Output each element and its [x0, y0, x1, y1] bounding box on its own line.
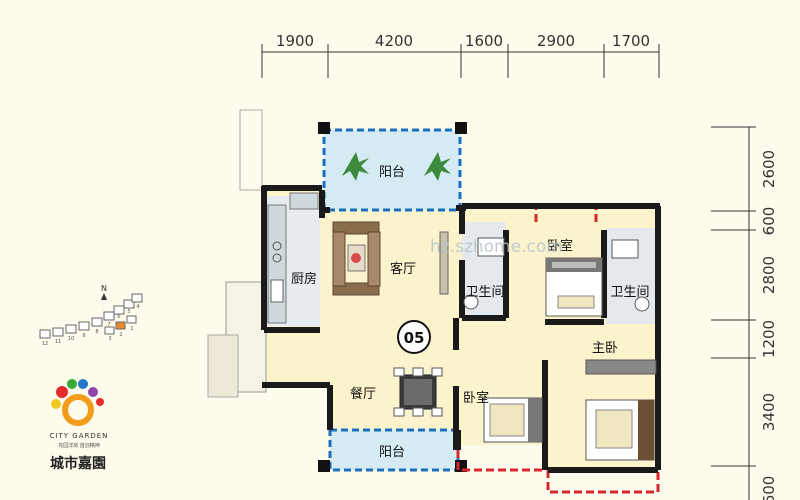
north-arrow-label: N	[101, 284, 107, 293]
svg-text:6: 6	[117, 314, 120, 320]
sofa-set	[332, 221, 381, 296]
dimension-top-1: 1900	[276, 32, 314, 50]
kitchen-counter	[267, 192, 319, 324]
tv-cabinet	[439, 231, 449, 295]
room-label-bedroom-top: 卧室	[547, 238, 573, 254]
watermark: hz.szhome.com	[430, 237, 563, 257]
bed-master	[585, 359, 657, 461]
svg-text:10: 10	[68, 336, 74, 342]
svg-text:3: 3	[108, 336, 111, 342]
svg-text:4: 4	[136, 304, 139, 310]
room-label-bathroom-left: 卫生间	[465, 285, 504, 300]
dimension-top-5: 1700	[612, 32, 650, 50]
room-label-balcony-bottom: 阳台	[379, 445, 405, 460]
plant-icon	[342, 152, 451, 181]
room-label-living-room: 客厅	[390, 261, 416, 277]
city-garden-logo	[51, 379, 104, 426]
room-label-kitchen: 厨房	[291, 271, 317, 287]
walls	[261, 185, 661, 473]
brand-name-cn: 城市嘉園	[50, 455, 106, 472]
dining-table	[393, 367, 443, 417]
svg-text:11: 11	[55, 339, 61, 345]
svg-text:8: 8	[95, 329, 98, 335]
bathroom-fixtures	[463, 237, 650, 312]
brand-tagline: 花园洋房 首创精神	[58, 442, 100, 449]
svg-text:1: 1	[130, 326, 133, 332]
svg-text:2: 2	[119, 332, 122, 338]
dimension-right-3: 2800	[760, 256, 778, 294]
balcony-top	[318, 122, 467, 212]
room-label-dining-room: 餐厅	[350, 386, 376, 402]
dimension-right-6: 600	[760, 476, 778, 500]
svg-text:7: 7	[107, 322, 110, 328]
window-markings	[456, 204, 660, 494]
bed-top	[545, 257, 603, 317]
room-label-bedroom-bottom: 卧室	[463, 390, 489, 406]
dimension-right-1: 2600	[760, 150, 778, 188]
top-dimension-line	[261, 44, 660, 78]
dimension-top-2: 4200	[375, 32, 413, 50]
dimension-top-3: 1600	[465, 32, 503, 50]
dimension-right-4: 1200	[760, 320, 778, 358]
site-map: N 12 11 10 9 8 7 6 5 4 3 2	[39, 284, 143, 347]
svg-text:12: 12	[42, 341, 48, 347]
dimension-right-2: 600	[760, 207, 778, 236]
unit-number-badge: 05	[397, 320, 431, 354]
room-label-master-bedroom: 主卧	[592, 341, 618, 356]
dimension-right-5: 3400	[760, 393, 778, 431]
brand-name-en: CITY GARDEN	[50, 432, 109, 440]
dimension-top-4: 2900	[537, 32, 575, 50]
bed-bottom	[483, 397, 543, 443]
svg-text:5: 5	[127, 309, 130, 315]
room-label-bathroom-right: 卫生间	[610, 285, 649, 300]
svg-text:9: 9	[82, 333, 85, 339]
unit-number: 05	[404, 329, 425, 347]
right-dimension-line	[711, 126, 756, 500]
room-label-balcony-top: 阳台	[379, 165, 405, 180]
